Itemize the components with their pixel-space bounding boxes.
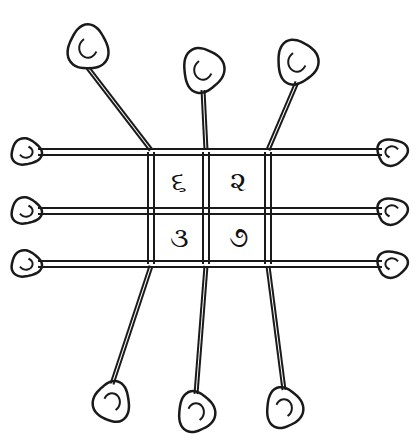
thread-line	[113, 266, 152, 384]
loop-knot	[93, 381, 129, 422]
vertical-bar	[202, 152, 204, 264]
loop-knot	[267, 387, 303, 428]
loop-inner	[79, 39, 96, 58]
loop-knot	[184, 48, 224, 93]
loop-inner	[104, 393, 119, 410]
thread-line	[197, 266, 207, 394]
loop-inner	[20, 259, 33, 270]
vertical-bar	[153, 152, 155, 264]
thread-line	[269, 266, 285, 390]
loop-inner	[385, 258, 398, 269]
loop-inner	[20, 147, 33, 158]
loop-inner	[288, 53, 305, 72]
vertical-bar	[264, 152, 266, 264]
loop-knot	[12, 250, 42, 276]
vertical-bar	[208, 152, 210, 264]
loop-knot	[377, 252, 408, 278]
vertical-bar	[270, 152, 272, 264]
thread-line	[87, 69, 150, 151]
cell-number: ૬	[171, 168, 187, 196]
loop-knot	[279, 40, 319, 85]
loop-inner	[20, 206, 33, 217]
horizontal-bar	[38, 148, 382, 150]
loop-knot	[12, 138, 42, 164]
thread-line	[267, 81, 296, 149]
loop-inner	[385, 146, 398, 157]
loop-knot	[377, 140, 408, 166]
loop-knot	[68, 24, 109, 68]
cell-number: ૭	[229, 224, 248, 252]
loop-knot	[179, 391, 215, 432]
loop-inner	[276, 399, 291, 416]
thread-line	[202, 90, 205, 150]
loop-inner	[188, 403, 203, 420]
thread-line	[111, 266, 150, 384]
thread-line	[89, 67, 152, 149]
loop-inner	[385, 205, 398, 216]
loop-inner	[194, 61, 211, 80]
cell-number: ૩	[170, 224, 189, 252]
cell-number: ૨	[230, 168, 246, 196]
horizontal-bar	[38, 266, 382, 268]
thread-line	[269, 83, 298, 151]
thread-line	[267, 266, 283, 390]
loop-knot	[377, 199, 408, 225]
vertical-bar	[147, 152, 149, 264]
loop-knot	[12, 197, 42, 223]
